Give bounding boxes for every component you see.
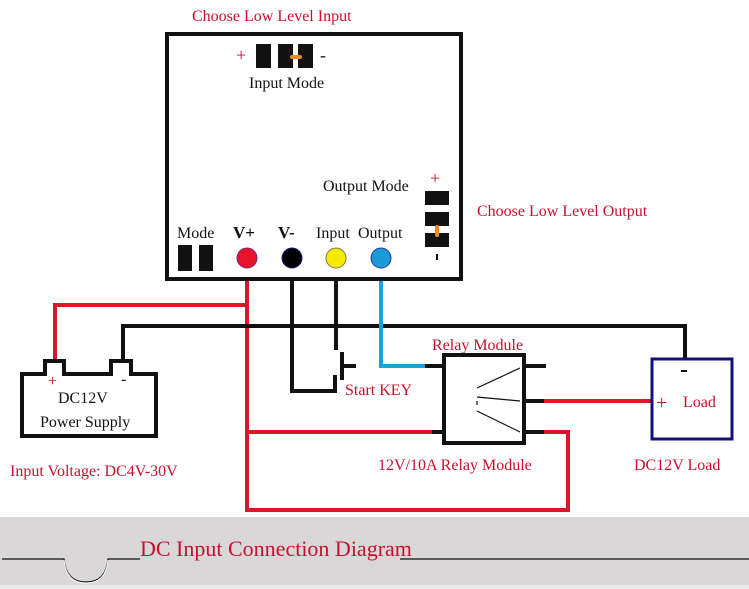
wire-ground-bus (121, 324, 687, 360)
mode-switch[interactable] (178, 245, 213, 271)
load-plus: + (656, 392, 667, 414)
banner-notch-highlight (63, 559, 109, 584)
jumper-pin-1 (425, 191, 449, 205)
banner-bottom-edge (0, 585, 749, 589)
jumper-pin-3 (425, 233, 449, 247)
input-mode-jumper[interactable]: + - (236, 44, 326, 68)
banner-title: DC Input Connection Diagram (140, 536, 412, 561)
power-supply-voltage: DC12V (58, 390, 108, 407)
output-mode-label: Output Mode (323, 178, 409, 195)
wire-vplus-to-relay-com (245, 265, 570, 512)
mode-pin-1 (178, 245, 192, 271)
jumper-pin-2 (425, 212, 449, 226)
mode-pin-2 (199, 245, 213, 271)
relay-top-label: Relay Module (432, 337, 523, 354)
input-voltage-note: Input Voltage: DC4V-30V (10, 463, 178, 480)
power-supply (20, 359, 158, 438)
relay-contact-com (476, 396, 521, 402)
input-mode-label: Input Mode (249, 75, 324, 92)
controller-module (165, 32, 463, 281)
output-mode-plus: + (430, 168, 440, 188)
terminal-input[interactable] (325, 247, 347, 269)
output-mode-note: Choose Low Level Output (477, 203, 648, 220)
jumper-pin-2 (278, 44, 293, 68)
relay-contact-nc (476, 410, 521, 433)
input-mode-plus: + (236, 45, 246, 65)
relay-module (442, 353, 526, 445)
terminal-label-vminus: V- (278, 223, 295, 242)
load-caption: DC12V Load (634, 457, 720, 474)
load-box (650, 357, 734, 441)
jumper-pin-3 (298, 44, 313, 68)
power-supply-plus: + (48, 373, 57, 390)
jumper-cap (435, 225, 439, 237)
wire-vplus-to-supply-plus (53, 303, 247, 365)
terminal-vplus[interactable] (236, 247, 258, 269)
start-key-label: Start KEY (345, 382, 413, 399)
terminal-label-output: Output (358, 225, 403, 242)
terminal-label-vplus: V+ (233, 223, 255, 242)
load-label: Load (683, 394, 716, 411)
input-mode-minus: - (320, 45, 326, 65)
load-minus (681, 370, 687, 372)
power-supply-minus: - (121, 371, 126, 388)
output-mode-jumper[interactable]: + (425, 168, 449, 260)
relay-contacts (476, 367, 521, 433)
input-mode-header: Choose Low Level Input (192, 8, 352, 25)
relay-bottom-label: 12V/10A Relay Module (378, 457, 532, 474)
terminal-output[interactable] (370, 247, 392, 269)
terminal-label-input: Input (316, 225, 350, 242)
banner-background (0, 517, 749, 589)
jumper-cap (290, 55, 302, 59)
red-wires (53, 265, 652, 512)
black-wires (121, 265, 687, 434)
relay-contact-no (476, 367, 521, 389)
mode-label: Mode (177, 225, 214, 242)
terminal-vminus[interactable] (281, 247, 303, 269)
wire-output-to-relay (379, 265, 425, 368)
output-mode-minus (436, 254, 438, 260)
wire-vminus-to-key (290, 265, 337, 393)
power-supply-name: Power Supply (40, 414, 130, 431)
jumper-pin-1 (256, 44, 271, 68)
